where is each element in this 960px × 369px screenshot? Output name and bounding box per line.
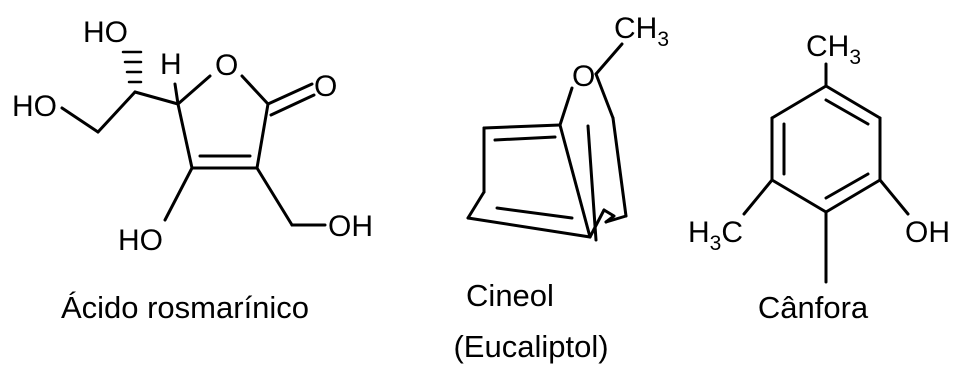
bonds-canfora — [742, 62, 910, 284]
atoms-cineol: O CH3 — [572, 12, 669, 93]
molecule-canfora: CH3 H3C OH Cânfora — [688, 30, 950, 325]
molecule-cineol: O CH3 Cineol (Eucaliptol) — [453, 12, 669, 364]
atom-h: H — [160, 48, 182, 81]
atom-ho-left: HO — [12, 90, 57, 123]
atom-ho-bottom: HO — [118, 224, 163, 257]
atoms-canfora: CH3 H3C OH — [688, 30, 950, 255]
atom-ring-oxygen: O — [215, 49, 238, 82]
molecule-acido-rosmarinico: HO H O O HO HO OH Ácido rosmarínico — [12, 16, 373, 325]
atom-h3c: H3C — [688, 216, 743, 255]
atom-ho-top: HO — [83, 16, 128, 49]
atom-ch3: CH3 — [614, 12, 669, 51]
caption-eucaliptol: (Eucaliptol) — [453, 329, 608, 364]
atom-bridge-oxygen: O — [572, 60, 595, 93]
atom-oh-right: OH — [328, 210, 373, 243]
caption-canfora: Cânfora — [758, 290, 869, 325]
bonds-cineol — [466, 42, 628, 242]
caption-acido-rosmarinico: Ácido rosmarínico — [61, 290, 309, 325]
atom-oh: OH — [905, 216, 950, 249]
bonds-acido — [60, 50, 327, 227]
atoms-acido: HO H O O HO HO OH — [12, 16, 373, 257]
atom-ch3-top: CH3 — [806, 30, 861, 69]
caption-cineol: Cineol — [466, 278, 554, 313]
atom-carbonyl-oxygen: O — [314, 70, 337, 103]
